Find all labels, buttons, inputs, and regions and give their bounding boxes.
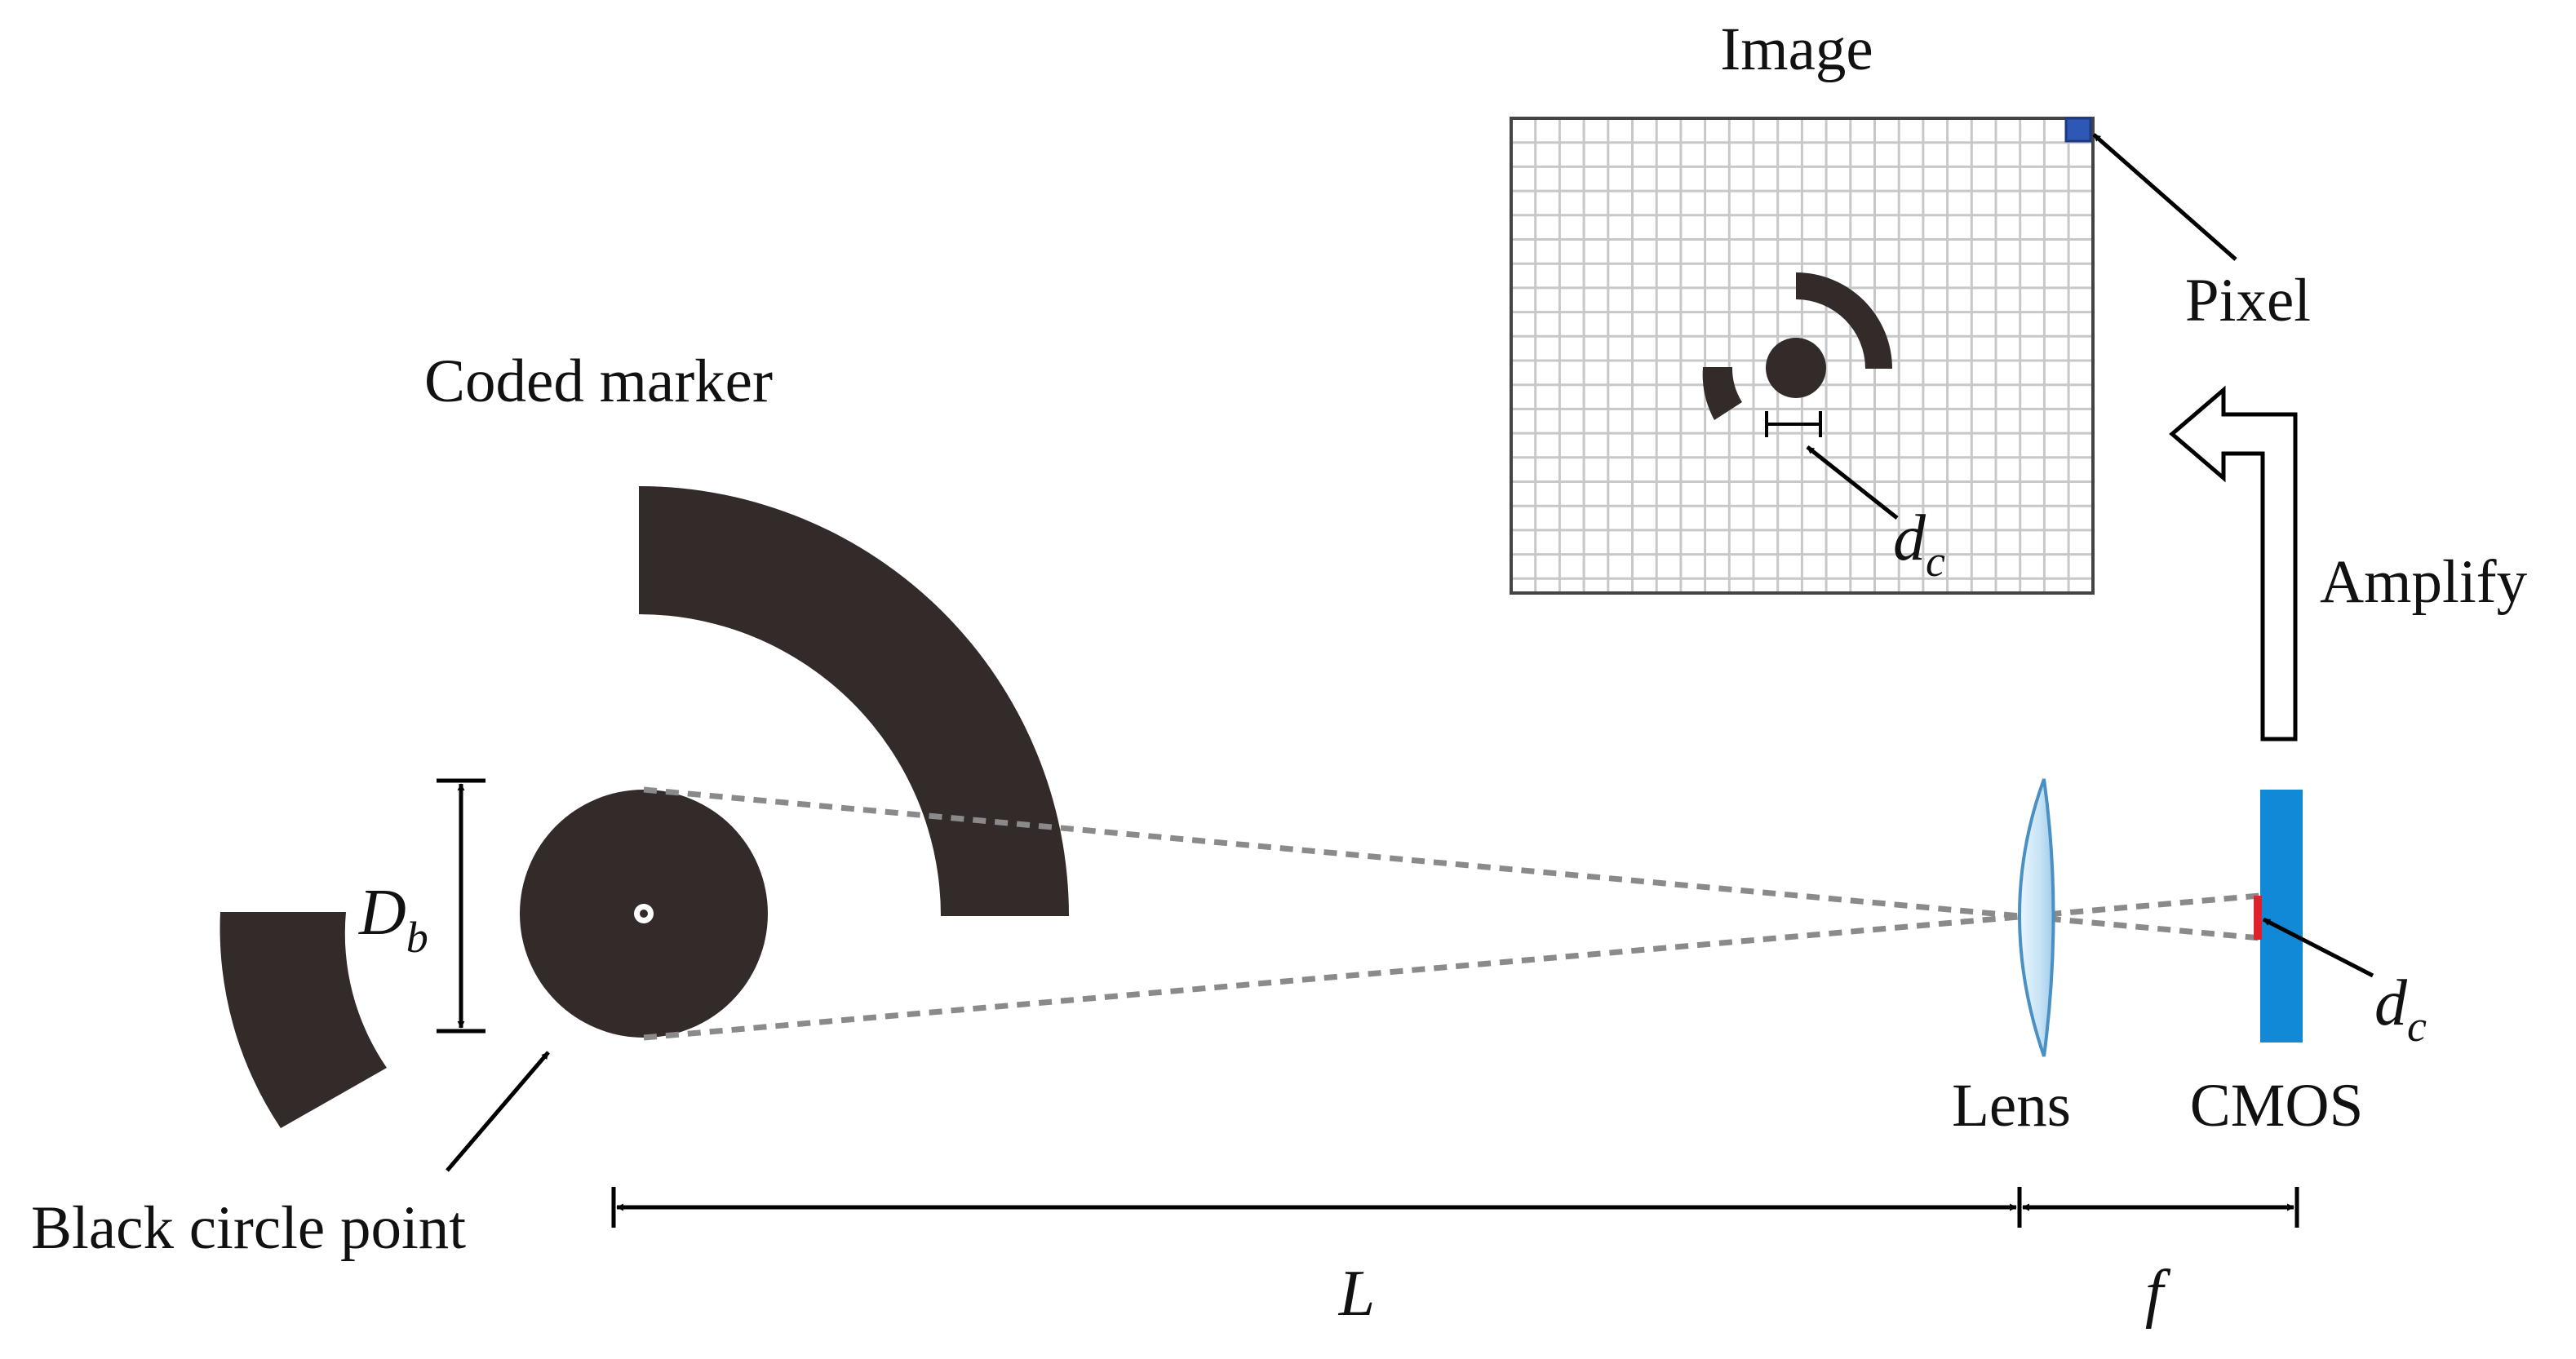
image-border	[1510, 117, 2095, 595]
lens-shape	[2018, 778, 2055, 1057]
dc-sensor-symbol: dc	[2374, 967, 2427, 1051]
ray-top	[643, 786, 2261, 941]
lens	[2018, 778, 2055, 1057]
light-rays	[643, 786, 2261, 1041]
db-symbol: Db	[358, 877, 428, 962]
ray-bottom	[643, 892, 2261, 1041]
coded-marker	[219, 486, 1069, 1128]
marker-small-arc-segment	[219, 912, 387, 1128]
circle-center-core	[640, 910, 648, 918]
image-label: Image	[1720, 15, 1873, 83]
coded-marker-label: Coded marker	[424, 347, 773, 415]
amplify-arrow	[2169, 385, 2298, 741]
image-dc-dimension	[1765, 411, 1822, 437]
image-panel	[1510, 117, 2095, 595]
highlighted-pixel	[2064, 117, 2092, 143]
distance-dimensions: L f	[611, 1187, 2299, 1330]
dc-image-pointer-arrow	[1806, 445, 1899, 520]
f-symbol: f	[2145, 1258, 2171, 1330]
black-circle-point-label: Black circle point	[31, 1194, 466, 1262]
dc-image-symbol: dc	[1893, 502, 1945, 586]
pixel-pointer-arrow	[2092, 133, 2237, 261]
image-large-arc-segment	[1796, 272, 1892, 369]
l-symbol: L	[1338, 1258, 1376, 1330]
image-small-arc-segment	[1702, 367, 1742, 420]
db-dimension: Db	[358, 778, 485, 1034]
black-circle-pointer-arrow	[446, 1051, 550, 1172]
pixel-label: Pixel	[2185, 267, 2311, 334]
dc-sensor-pointer-arrow	[2262, 917, 2374, 978]
amplify-label: Amplify	[2320, 548, 2528, 616]
marker-large-arc-segment	[639, 486, 1069, 916]
cmos-sensor	[2260, 790, 2303, 1042]
cmos-label: CMOS	[2190, 1072, 2364, 1140]
image-circle-point	[1766, 338, 1826, 398]
lens-label: Lens	[1952, 1072, 2071, 1140]
image-spot	[2254, 896, 2262, 940]
